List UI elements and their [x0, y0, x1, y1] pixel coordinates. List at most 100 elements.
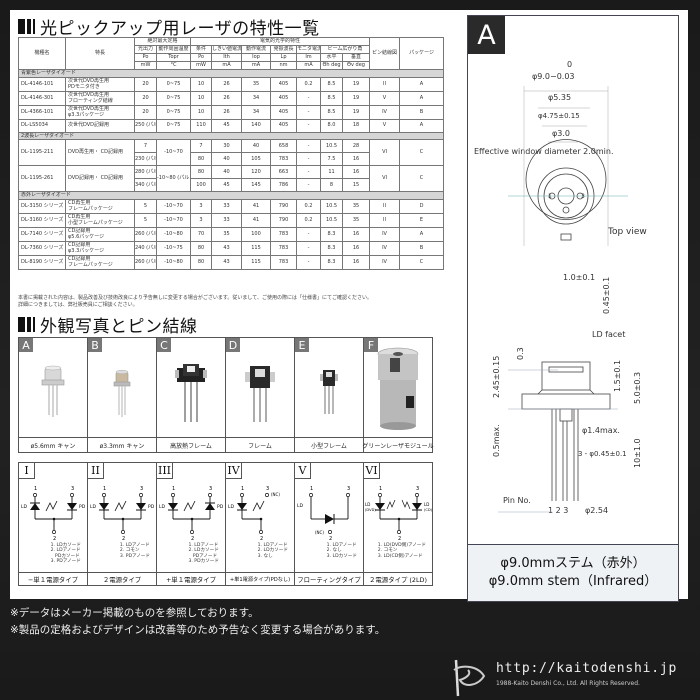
feature-cell: CD再生用小型フレームパッケージ	[65, 212, 135, 228]
cell: 110	[190, 118, 213, 133]
svg-text:LD: LD	[90, 504, 97, 510]
cell: -	[296, 104, 322, 120]
dim-window: Effective window diameter 2.0min.	[474, 147, 614, 156]
cell: 10.5	[320, 212, 344, 228]
cell: 35	[211, 226, 243, 242]
cell: -	[296, 118, 322, 133]
col-header: 光出力	[134, 45, 157, 54]
package-photo-e: E 小型フレーム	[295, 338, 364, 452]
package-photos: A ø5.6mm キャン B ø3.3mm キャン	[18, 337, 434, 453]
svg-text:2: 2	[260, 536, 263, 542]
package-tag: D	[226, 338, 240, 352]
svg-text:LD: LD	[297, 503, 304, 509]
cell: 8.3	[320, 254, 344, 270]
cell: -	[296, 90, 322, 106]
cell: 16	[342, 226, 371, 242]
col-symbol: Topr	[155, 53, 192, 62]
col-symbol: Po	[190, 53, 213, 62]
svg-text:1: 1	[34, 486, 37, 492]
pin-caption: +単１電源タイプ	[157, 572, 225, 585]
package-cell: B	[399, 104, 445, 120]
package-cell: E	[399, 212, 445, 228]
col-header: モニタ電流	[296, 45, 322, 54]
cell: -10~80	[155, 226, 192, 242]
electro-optical-header: 電気的光学的特性	[190, 37, 371, 46]
cell: 16	[342, 165, 371, 179]
group-header: 赤外レーザダイオード	[17, 191, 445, 200]
package-tag: E	[295, 338, 309, 352]
cell: 30	[211, 139, 243, 153]
footer-note-1: ※データはメーカー掲載のものを参照しております。	[10, 607, 259, 619]
cell: 8.3	[320, 240, 344, 256]
cell: 16	[342, 152, 371, 166]
cell: 0.2	[296, 212, 322, 228]
cell: 140	[241, 118, 272, 133]
cell: 405	[270, 118, 298, 133]
footer-note-2: ※製品の定格およびデザインは改善等のため予告なく変更する場合があります。	[10, 624, 386, 636]
package-drawing: A 0 φ9.0−0.03 φ5.35 φ4.75±0.15 φ3.0 Effe…	[467, 15, 679, 602]
cell: 3	[190, 212, 213, 228]
cell: 405	[270, 104, 298, 120]
cell: 260 (パルス)	[134, 254, 157, 270]
svg-text:2: 2	[191, 536, 194, 542]
pin-type-label: II	[88, 463, 104, 479]
feature-cell: 次世代DVD再生用フローティング結線	[65, 90, 135, 106]
col-symbol: Lp	[270, 53, 298, 62]
col-unit: mA	[211, 61, 243, 70]
model-cell: DL-1195-261	[18, 165, 66, 192]
green-laser-module-icon	[377, 347, 419, 430]
laser-spec-table: 機種名特長絶対最大定格電気的光学的特性ピン結線図パッケージ光出力動作周囲温度条件…	[17, 37, 445, 270]
group-header: 2波長レーザダイオード	[17, 131, 445, 140]
svg-text:1: 1	[172, 486, 175, 492]
cell: -	[296, 178, 322, 192]
drawing-caption-jp: φ9.0mmステム（赤外）	[500, 556, 646, 571]
package-caption: ø5.6mm キャン	[19, 437, 87, 452]
package-caption: 小型フレーム	[295, 437, 363, 452]
svg-text:3: 3	[209, 486, 212, 492]
pin-type-label: V	[295, 463, 311, 479]
col-package-header: パッケージ	[399, 37, 445, 70]
kaito-logo-icon	[453, 659, 486, 697]
cell: 0~75	[155, 104, 192, 120]
package-cell: C	[399, 139, 445, 166]
cell: 19	[342, 90, 371, 106]
svg-text:PD: PD	[79, 504, 86, 510]
cell: -10~80	[155, 254, 192, 270]
col-header: 動作電流	[241, 45, 272, 54]
site-url-link[interactable]: http://kaitodenshi.jp	[496, 661, 678, 676]
svg-text:3: 3	[581, 193, 585, 200]
package-photo-f: F グリーンレーザモジュール	[362, 338, 434, 452]
pin-type-label: III	[157, 463, 173, 479]
cell: 16	[342, 240, 371, 256]
feature-cell: CD記録用フレームパッケージ	[65, 254, 135, 270]
pin-caption: −単１電源タイプ	[19, 572, 87, 585]
col-symbol: 垂直	[342, 53, 371, 62]
svg-text:3: 3	[266, 486, 269, 492]
can-3.3mm-icon	[113, 369, 131, 417]
cell: 120	[241, 165, 272, 179]
svg-text:LD: LD	[21, 504, 28, 510]
spec-note-2: 詳細につきましては、弊社販売員にご相談ください。	[18, 301, 138, 308]
package-photo-a: A ø5.6mm キャン	[19, 338, 88, 452]
model-cell: DL-7360 シリーズ	[18, 240, 66, 256]
pin-legend: 1. LDアノード 2. LDカソード PDアノード 3. PDカソード	[188, 543, 219, 565]
feature-cell: CD再生用フレームパッケージ	[65, 198, 135, 214]
cell: 41	[241, 212, 272, 228]
dim-30: φ3.0	[552, 129, 570, 138]
pin-caption: ２電源タイプ (2LD)	[364, 572, 432, 585]
spec-note-1: 本書に掲載された内容は、製品改善及び技術改良により予告無しに変更する場合がござい…	[18, 295, 373, 301]
dim-475: φ4.75±0.15	[538, 112, 580, 120]
package-cell: C	[399, 254, 445, 270]
cell: 80	[190, 240, 213, 256]
